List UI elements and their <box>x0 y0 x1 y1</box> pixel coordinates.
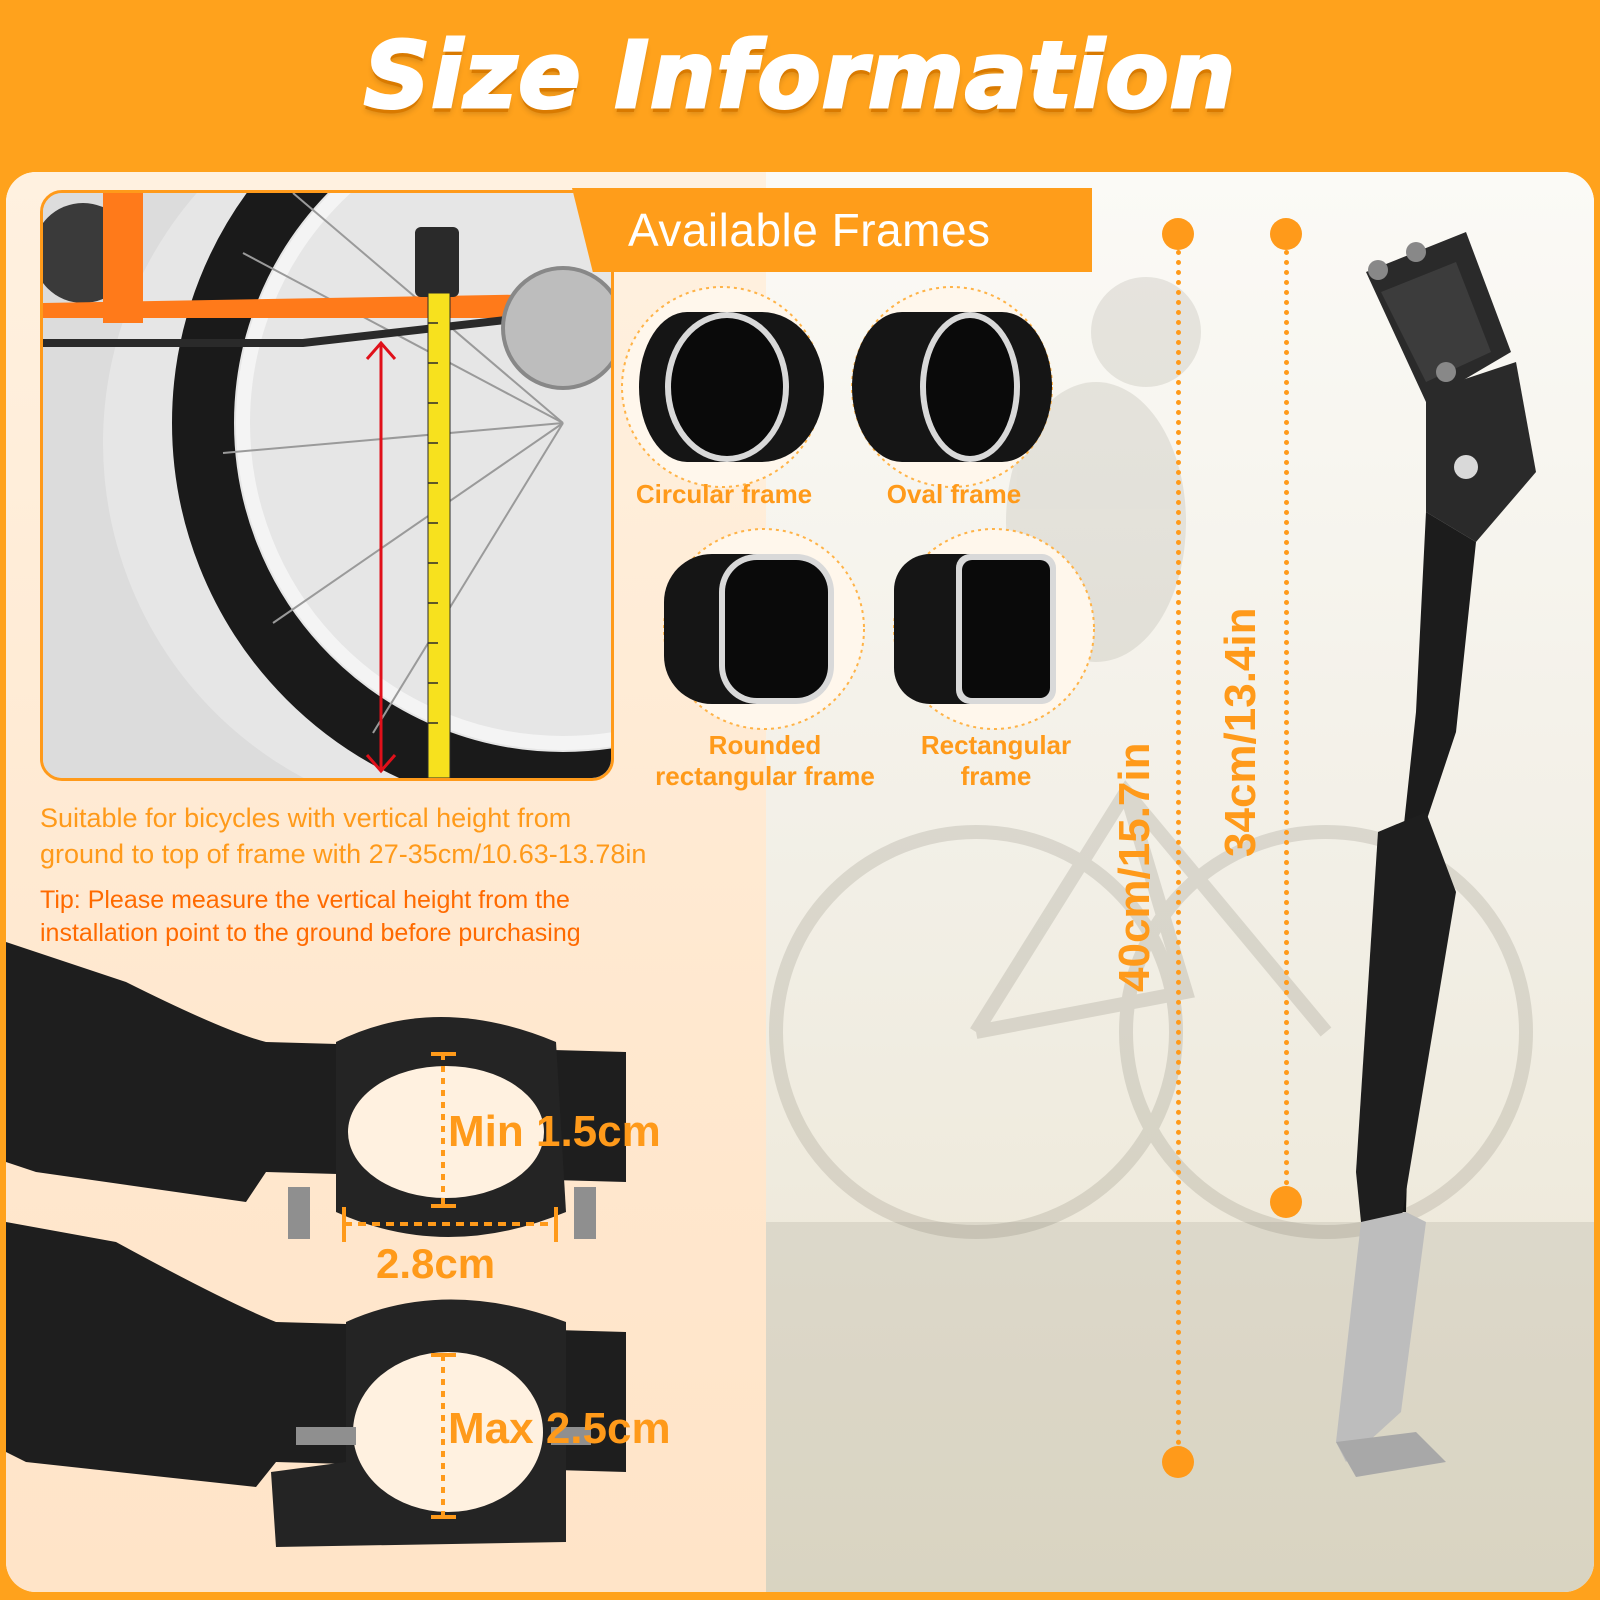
circular-tube-icon <box>621 286 824 488</box>
tip-text: Tip: Please measure the vertical height … <box>40 886 581 947</box>
rounded-rect-tube-icon <box>663 528 865 730</box>
dimension-dot <box>1162 1446 1194 1478</box>
suitability-text: Suitable for bicycles with vertical heig… <box>40 803 647 869</box>
clamp-max-label: Max 2.5cm <box>448 1404 671 1453</box>
available-frames-heading: Available Frames <box>628 204 991 256</box>
clamp-min-label: Min 1.5cm <box>448 1107 661 1156</box>
dimension-line-adjust <box>1284 250 1289 1186</box>
dimension-dot <box>1162 218 1194 250</box>
rect-tube-icon <box>893 528 1095 730</box>
frame-label-circular: Circular frame <box>635 479 813 509</box>
total-height-label: 40cm/15.7in <box>1110 742 1159 993</box>
frame-label-rectangular: Rectangular frame <box>920 730 1072 791</box>
frame-label-oval: Oval frame <box>886 479 1022 509</box>
oval-tube-icon <box>851 286 1053 488</box>
available-frames-ribbon <box>572 188 1092 272</box>
frame-label-rounded-rectangular: Rounded rectangular frame <box>655 730 875 791</box>
content-panel: Available Frames Circular frame Oval fra… <box>6 172 1594 1592</box>
clamp-illustration <box>6 942 626 1547</box>
bike-measurement-photo <box>40 190 614 781</box>
dimension-dot <box>1270 1186 1302 1218</box>
adjust-height-label: 34cm/13.4in <box>1216 607 1265 858</box>
clamp-width-label: 2.8cm <box>376 1240 496 1287</box>
dimension-line-total <box>1176 250 1181 1446</box>
page-title: Size Information <box>362 21 1237 131</box>
dimension-dot <box>1270 218 1302 250</box>
bike-wheel-illustration <box>43 193 611 778</box>
header-banner: Size Information <box>0 0 1600 170</box>
kickstand-product-image <box>1336 232 1536 1477</box>
